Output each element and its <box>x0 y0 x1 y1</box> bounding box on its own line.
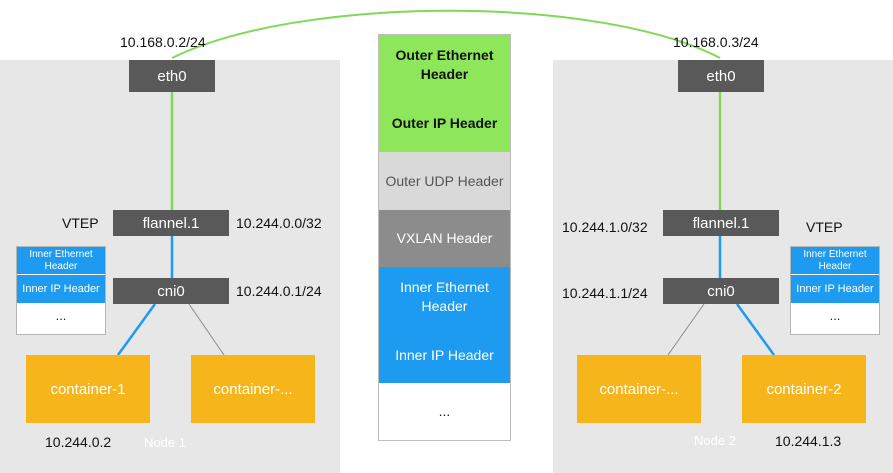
node2-cni-cidr: 10.244.1.1/24 <box>562 285 648 301</box>
packet-vxlan-header: VXLAN Header <box>379 210 510 268</box>
node2-flannel-box: flannel.1 <box>663 210 779 236</box>
node1-cni-container2-link <box>188 303 225 356</box>
node2-inner-header-stack: Inner Ethernet Header Inner IP Header ..… <box>790 246 880 335</box>
node1-name-label: Node 1 <box>144 435 186 450</box>
node1-stack-ellipsis: ... <box>55 308 67 323</box>
node2-vtep-label: VTEP <box>806 219 843 235</box>
node2-eth0-label: eth0 <box>706 67 736 85</box>
packet-outer-ip-header: Outer IP Header <box>379 94 510 153</box>
node2-flannel-cidr: 10.244.1.0/32 <box>562 219 648 235</box>
node1-inner-ip-header: Inner IP Header <box>17 275 105 304</box>
node2-container-ip: 10.244.1.3 <box>775 433 842 449</box>
node1-container-ip: 10.244.0.2 <box>45 434 112 450</box>
node2-container-more-label: container-... <box>599 380 679 398</box>
node1-cni0-box: cni0 <box>113 278 229 304</box>
node2-cni-container1-link <box>667 303 705 356</box>
vxlan-packet-structure: Outer Ethernet Header Outer IP Header Ou… <box>378 34 511 441</box>
node2-stack-ellipsis: ... <box>829 308 841 323</box>
node1-container-1-label: container-1 <box>50 380 126 398</box>
node1-cni-container1-link <box>116 303 157 356</box>
node2-cni-container2-link <box>735 303 776 356</box>
node1-inner-header-stack: Inner Ethernet Header Inner IP Header ..… <box>16 246 106 335</box>
node1-inner-ethernet-header: Inner Ethernet Header <box>17 247 105 275</box>
node2-container-2-label: container-2 <box>766 380 842 398</box>
node1-cni-cidr: 10.244.0.1/24 <box>236 283 322 299</box>
node2-flannel-label: flannel.1 <box>692 214 750 232</box>
packet-outer-ethernet-header: Outer Ethernet Header <box>379 35 510 95</box>
node2-cni0-label: cni0 <box>707 282 735 300</box>
packet-inner-ip-header: Inner IP Header <box>379 327 510 384</box>
node2-container-2: container-2 <box>742 355 866 423</box>
packet-inner-ethernet-header: Inner Ethernet Header <box>379 267 510 328</box>
node1-cni0-label: cni0 <box>157 282 185 300</box>
node2-ip-label: 10.168.0.3/24 <box>673 34 759 50</box>
underlay-link-arc <box>171 9 721 59</box>
packet-payload-ellipsis: ... <box>379 383 510 440</box>
node2-name-label: Node 2 <box>694 433 736 448</box>
node1-eth0-box: eth0 <box>129 60 215 92</box>
node1-flannel-cidr: 10.244.0.0/32 <box>236 215 322 231</box>
node1-ip-label: 10.168.0.2/24 <box>120 34 206 50</box>
node1-flannel-box: flannel.1 <box>113 210 229 236</box>
packet-outer-udp-header: Outer UDP Header <box>379 152 510 211</box>
node2-eth0-box: eth0 <box>678 60 764 92</box>
node1-vtep-label: VTEP <box>62 215 99 231</box>
node1-container-more: container-... <box>191 355 315 423</box>
node1-flannel-label: flannel.1 <box>142 214 200 232</box>
node1-eth0-label: eth0 <box>157 67 187 85</box>
node2-cni0-box: cni0 <box>663 278 779 304</box>
node1-container-more-label: container-... <box>213 380 293 398</box>
node2-inner-ethernet-header: Inner Ethernet Header <box>791 247 879 275</box>
node2-inner-ip-header: Inner IP Header <box>791 275 879 304</box>
node1-container-1: container-1 <box>26 355 150 423</box>
node2-container-more: container-... <box>577 355 701 423</box>
